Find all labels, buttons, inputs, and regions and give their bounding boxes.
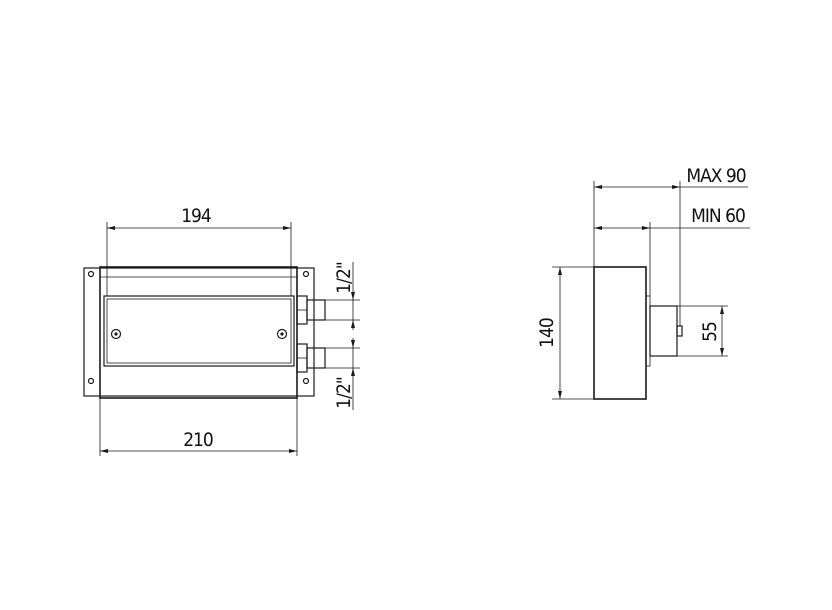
- front-cover-inner: [106, 298, 292, 364]
- flange-hole-top-left: [87, 270, 95, 278]
- box-body-side: [593, 266, 647, 400]
- dimension-inlet-bottom: 1/2": [325, 338, 360, 410]
- box-body: [99, 266, 298, 399]
- connector-block: [649, 305, 678, 357]
- dim-label-194: 194: [181, 205, 211, 227]
- mounting-flange: [83, 267, 315, 397]
- inlet-fitting-top: [296, 295, 326, 325]
- dimension-55: 55: [677, 305, 728, 357]
- dim-label-min-60: MIN 60: [691, 205, 745, 227]
- cover-screw-right: [276, 328, 288, 340]
- dim-label-inlet-bottom: 1/2": [333, 377, 355, 409]
- side-view: 140 55 MAX 90 MIN 60: [536, 165, 750, 400]
- flange-hole-top-right: [302, 270, 310, 278]
- cover-screw-left: [110, 328, 122, 340]
- dimension-inlet-top: 1/2": [325, 262, 360, 330]
- dim-label-max-90: MAX 90: [686, 165, 745, 187]
- front-view: 194 210 1/2" 1/2": [83, 205, 360, 456]
- dimension-140: 140: [536, 266, 594, 400]
- dim-label-140: 140: [536, 318, 558, 348]
- flange-hole-bottom-right: [302, 377, 310, 385]
- dimension-210: 210: [99, 398, 298, 456]
- dim-label-inlet-top: 1/2": [333, 262, 355, 294]
- front-cover-panel: [103, 295, 295, 367]
- dimension-194: 194: [106, 205, 292, 296]
- inlet-fitting-bottom: [296, 343, 326, 373]
- connector-knob: [676, 325, 683, 337]
- dim-label-210: 210: [183, 429, 213, 451]
- dimension-min-60: MIN 60: [594, 205, 750, 296]
- dim-label-55: 55: [699, 322, 721, 342]
- flange-hole-bottom-left: [87, 377, 95, 385]
- dimension-max-90: MAX 90: [593, 165, 748, 326]
